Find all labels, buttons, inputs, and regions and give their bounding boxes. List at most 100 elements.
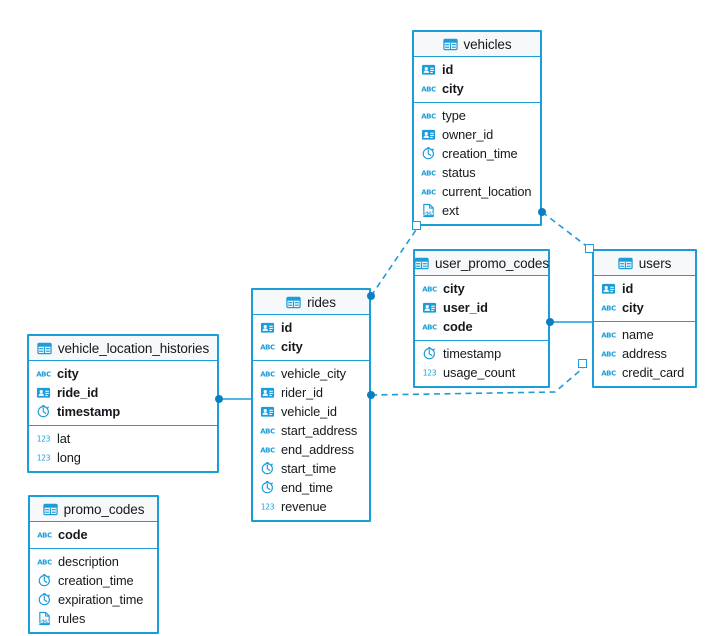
relationship-target-marker-square: [578, 359, 587, 368]
column-row[interactable]: ABC current_location: [414, 182, 540, 201]
pk-column-row[interactable]: id: [414, 60, 540, 79]
svg-text:ABC: ABC: [421, 112, 436, 120]
column-name: name: [622, 327, 654, 342]
svg-text:ABC: ABC: [37, 558, 52, 566]
abc-string-icon: ABC: [601, 304, 616, 312]
column-name: timestamp: [57, 404, 121, 419]
column-name: code: [443, 319, 473, 334]
table-header[interactable]: vehicles: [414, 32, 540, 57]
column-row[interactable]: 123 usage_count: [415, 363, 548, 382]
column-name: long: [57, 450, 81, 465]
pk-column-row[interactable]: timestamp: [29, 402, 217, 421]
column-row[interactable]: timestamp: [415, 344, 548, 363]
table-grid-icon: [618, 257, 633, 269]
uuid-id-card-icon: [601, 283, 616, 294]
svg-text:123: 123: [261, 503, 275, 512]
column-name: city: [443, 281, 465, 296]
column-row[interactable]: owner_id: [414, 125, 540, 144]
relationship-line-rides-to-vehicles: [370, 229, 417, 297]
column-name: current_location: [442, 184, 532, 199]
svg-text:ABC: ABC: [421, 188, 436, 196]
pk-column-row[interactable]: ABC city: [414, 79, 540, 98]
abc-string-icon: ABC: [601, 331, 616, 339]
pk-column-row[interactable]: user_id: [415, 298, 548, 317]
abc-string-icon: ABC: [422, 323, 437, 331]
svg-text:ABC: ABC: [421, 169, 436, 177]
column-row[interactable]: creation_time: [414, 144, 540, 163]
table-header[interactable]: rides: [253, 290, 369, 315]
svg-text:123: 123: [423, 369, 437, 378]
pk-column-row[interactable]: id: [594, 279, 695, 298]
column-name: ext: [442, 203, 459, 218]
table-header[interactable]: user_promo_codes: [414, 251, 549, 276]
pk-column-row[interactable]: ABC code: [415, 317, 548, 336]
column-name: city: [281, 339, 303, 354]
table-header[interactable]: vehicle_location_histories: [29, 336, 217, 361]
pk-column-row[interactable]: ride_id: [29, 383, 217, 402]
column-row[interactable]: vehicle_id: [253, 402, 369, 421]
column-name: id: [622, 281, 634, 296]
svg-text:123: 123: [37, 435, 51, 444]
table-title: users: [638, 255, 672, 271]
table-title: user_promo_codes: [435, 255, 549, 271]
column-row[interactable]: 123 lat: [29, 429, 217, 448]
column-row[interactable]: end_time: [253, 478, 369, 497]
column-row[interactable]: rider_id: [253, 383, 369, 402]
table-title: rides: [307, 294, 336, 310]
column-name: usage_count: [443, 365, 516, 380]
svg-text:ABC: ABC: [601, 369, 616, 377]
column-name: lat: [57, 431, 71, 446]
table-header[interactable]: promo_codes: [30, 497, 157, 522]
abc-string-icon: ABC: [36, 370, 51, 378]
column-row[interactable]: creation_time: [30, 571, 157, 590]
abc-string-icon: ABC: [260, 446, 275, 454]
column-row[interactable]: ABC name: [594, 325, 695, 344]
column-name: start_address: [281, 423, 358, 438]
column-name: city: [442, 81, 464, 96]
column-row[interactable]: start_time: [253, 459, 369, 478]
uuid-id-card-icon: [421, 64, 436, 75]
svg-text:ABC: ABC: [421, 85, 436, 93]
pk-column-row[interactable]: id: [253, 318, 369, 337]
svg-text:ABC: ABC: [601, 331, 616, 339]
123-number-icon: 123: [423, 369, 437, 378]
column-name: ride_id: [57, 385, 99, 400]
column-name: vehicle_id: [281, 404, 337, 419]
relationship-source-marker-dot: [215, 395, 223, 403]
relationship-source-marker-dot: [367, 391, 375, 399]
abc-string-icon: ABC: [421, 112, 436, 120]
table-header[interactable]: users: [594, 251, 695, 276]
column-row[interactable]: expiration_time: [30, 590, 157, 609]
abc-string-icon: ABC: [37, 531, 52, 539]
column-name: id: [281, 320, 293, 335]
clock-timestamp-icon: [37, 405, 49, 418]
abc-string-icon: ABC: [421, 85, 436, 93]
